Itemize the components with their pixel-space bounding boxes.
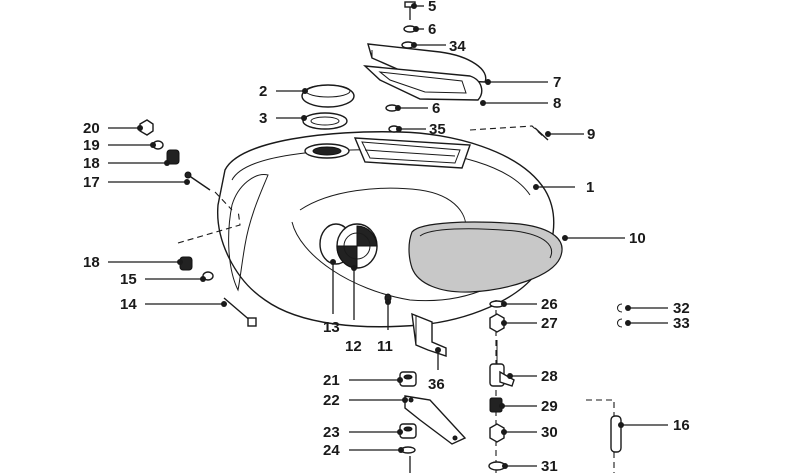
mounting-bolt [223, 297, 257, 327]
bolt-line [214, 191, 233, 211]
callout-label: 1 [586, 179, 594, 196]
callout-label: 11 [377, 338, 393, 355]
callout-label: 12 [345, 338, 362, 355]
callout-label: 5 [428, 0, 436, 15]
callouts: 1 2 3 5 6 6 7 8 9 10 11 12 13 [83, 0, 690, 473]
clip [617, 303, 623, 313]
callout-label: 9 [587, 126, 595, 143]
vent-line [469, 125, 546, 139]
banjo-fitting [489, 423, 505, 443]
callout-label: 10 [629, 230, 646, 247]
knee-pad [408, 221, 563, 293]
filler-seal-ring [302, 112, 348, 130]
callout-label: 17 [83, 174, 100, 191]
callout-label: 18 [83, 254, 100, 271]
callout-label: 6 [432, 100, 440, 117]
callout-label: 20 [83, 120, 100, 137]
callout-label: 27 [541, 315, 558, 332]
callout-label: 16 [673, 417, 690, 434]
callout-label: 24 [323, 442, 340, 459]
callout-label: 28 [541, 368, 558, 385]
toolbox-gasket [363, 65, 483, 101]
rubber-mount [166, 149, 180, 165]
callout-label: 2 [259, 83, 267, 100]
callout-label: 31 [541, 458, 558, 473]
callout-label: 30 [541, 424, 558, 441]
bolt-line [177, 209, 241, 244]
lower-bracket [404, 395, 467, 445]
union-nut [489, 313, 505, 333]
callout-label: 32 [673, 300, 690, 317]
mounting-bracket [411, 312, 447, 357]
callout-label: 33 [673, 315, 690, 332]
callout-label: 14 [120, 296, 137, 313]
callout-label: 22 [323, 392, 340, 409]
rubber-buffer [399, 423, 417, 439]
filler-cap [301, 84, 355, 108]
callout-label: 29 [541, 398, 558, 415]
fuel-tap [489, 340, 515, 387]
callout-label: 15 [120, 271, 137, 288]
callout-label: 18 [83, 155, 100, 172]
callout-label: 21 [323, 372, 340, 389]
callout-label: 23 [323, 424, 340, 441]
callout-label: 13 [323, 319, 340, 336]
callout-label: 8 [553, 95, 561, 112]
callout-label: 19 [83, 137, 100, 154]
tank-badge [319, 223, 378, 269]
callout-label: 6 [428, 21, 436, 38]
callout-label: 7 [553, 74, 561, 91]
callout-label: 3 [259, 110, 267, 127]
mounting-bolt [184, 171, 211, 191]
fuel-hose [586, 399, 622, 473]
clip [617, 318, 623, 328]
callout-label: 26 [541, 296, 558, 313]
callout-label: 36 [428, 376, 445, 393]
callout-label: 35 [429, 121, 446, 138]
callout-label: 34 [449, 38, 466, 55]
